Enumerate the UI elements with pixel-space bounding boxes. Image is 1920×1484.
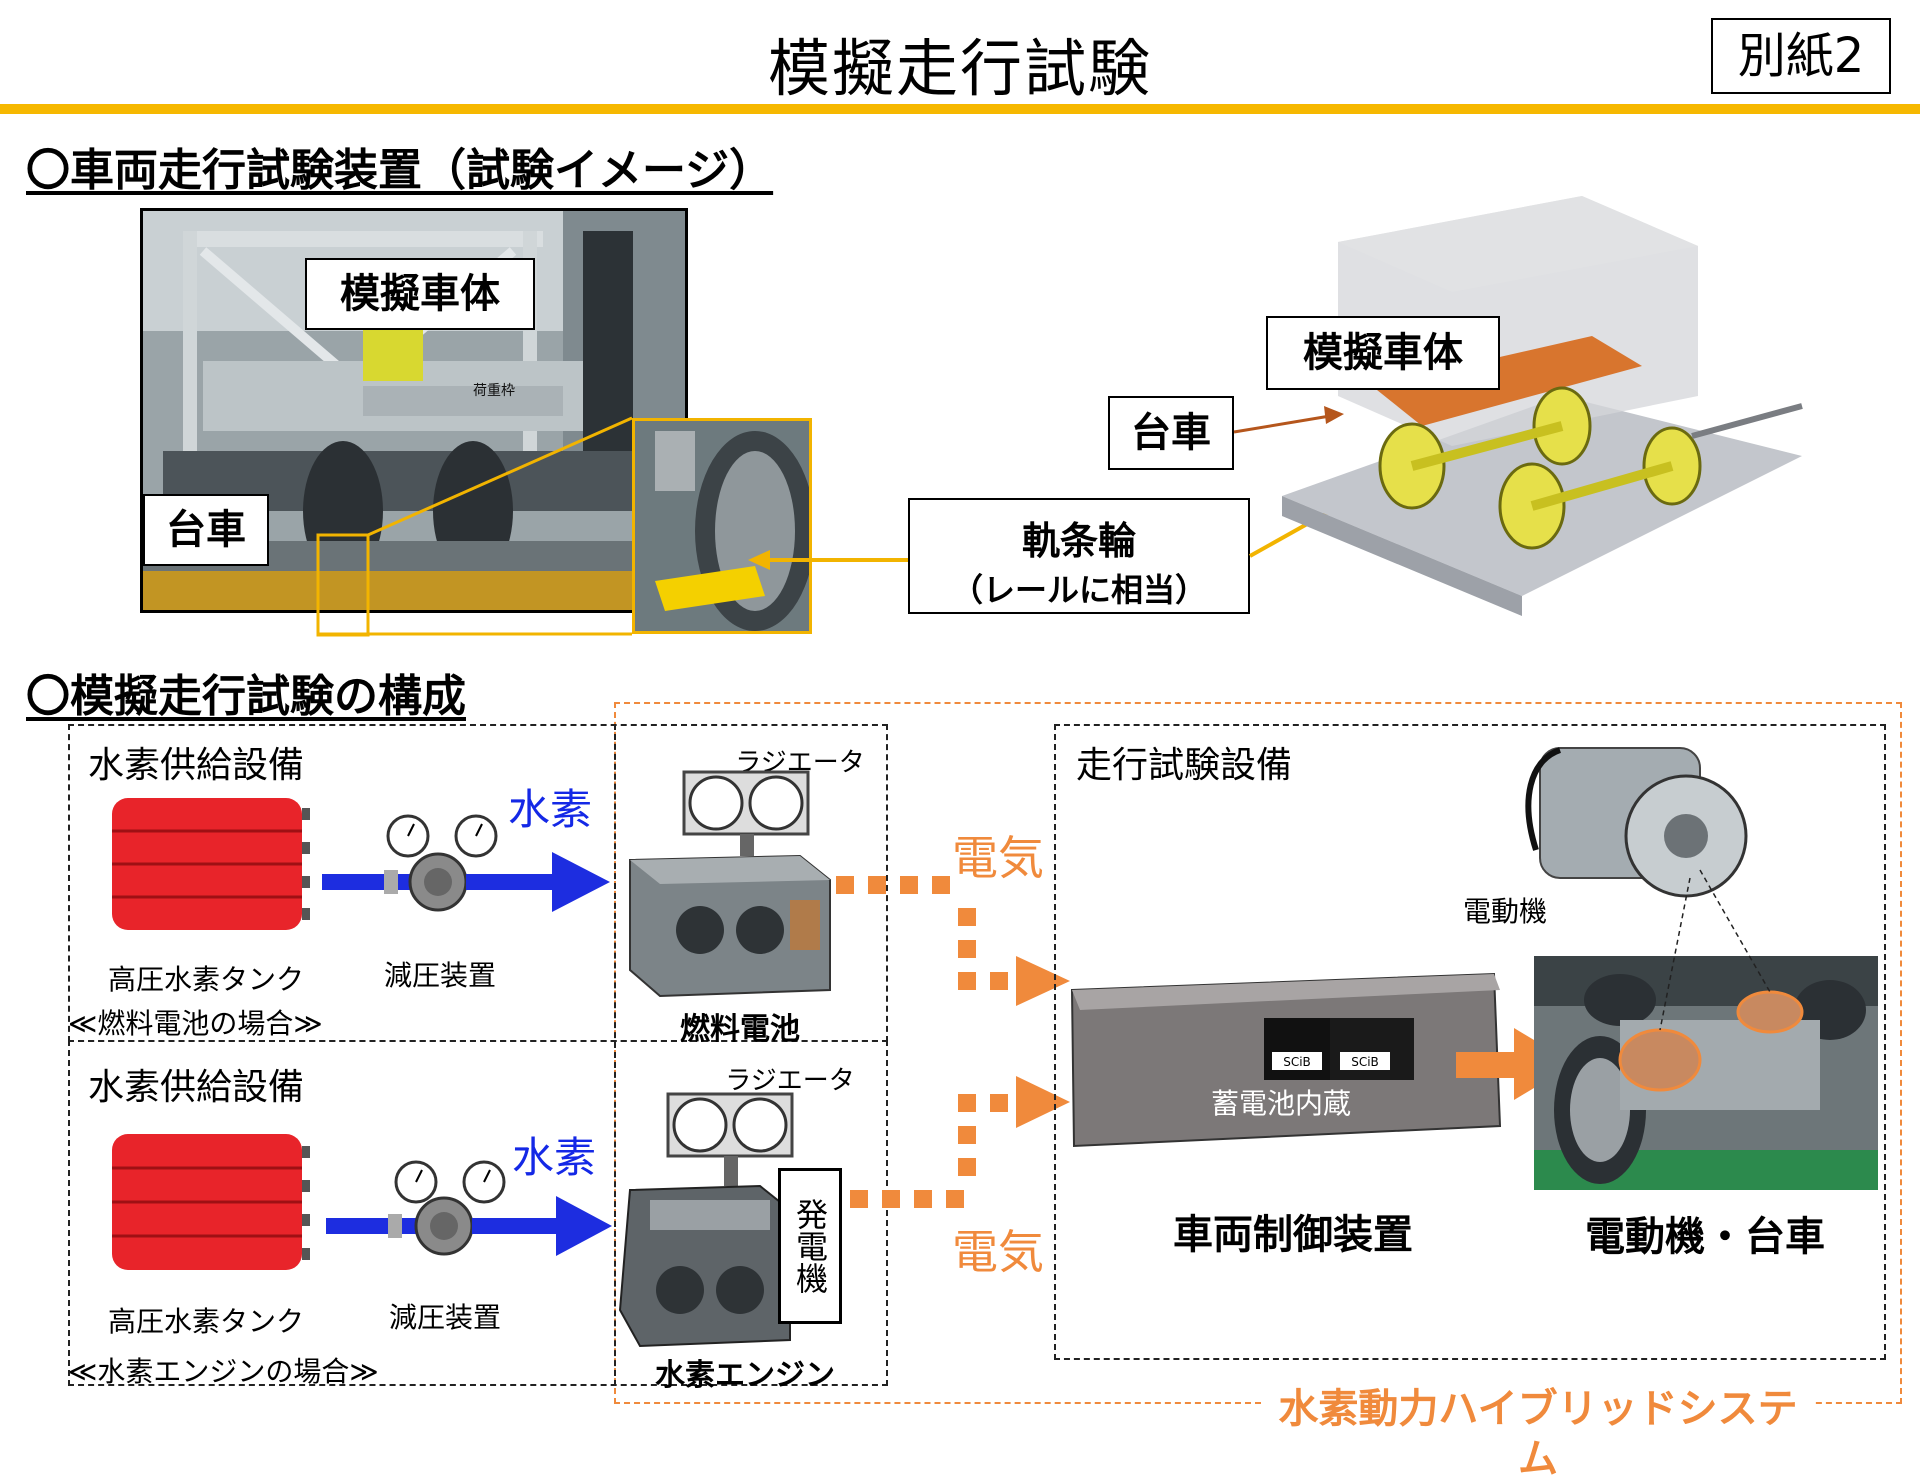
attachment-tag: 別紙2 bbox=[1711, 18, 1891, 94]
supply-divider bbox=[614, 724, 616, 1386]
fc-supply-title: 水素供給設備 bbox=[88, 745, 305, 786]
test-facility-box bbox=[1054, 724, 1886, 1360]
generator-label: 発電機 bbox=[778, 1168, 842, 1324]
fc-hydrogen-label: 水素 bbox=[508, 785, 593, 834]
battery-label: 蓄電池内蔵 bbox=[1210, 1087, 1351, 1120]
header-rule bbox=[0, 104, 1920, 114]
motor-bogie-photo bbox=[1534, 869, 1878, 1190]
engine-radiator-label: ラジエータ bbox=[725, 1066, 855, 1096]
engine-supply-title: 水素供給設備 bbox=[88, 1067, 305, 1108]
engine-hydrogen-label: 水素 bbox=[512, 1133, 597, 1182]
hydrogen-engine-label: 水素エンジン bbox=[655, 1358, 835, 1393]
fc-case-label: ≪燃料電池の場合≫ bbox=[68, 1007, 323, 1040]
page-title: 模擬走行試験 bbox=[767, 32, 1152, 105]
electricity-flow-arrows bbox=[836, 876, 1070, 1208]
rail-wheel-subtitle: （レールに相当） bbox=[950, 571, 1207, 609]
wheel-zoom-photo bbox=[632, 418, 812, 634]
motor-icon bbox=[1525, 747, 1748, 898]
engine-electricity-label: 電気 bbox=[952, 1225, 1044, 1279]
engine-case-label: ≪水素エンジンの場合≫ bbox=[68, 1355, 379, 1388]
fuel-cell-icon bbox=[629, 854, 831, 998]
engine-case-box bbox=[68, 1040, 888, 1386]
vehicle-controller-icon: SCiB SCiB bbox=[1070, 972, 1502, 1148]
motor-label: 電動機 bbox=[1462, 895, 1547, 928]
section-title-test-equipment: 〇車両走行試験装置（試験イメージ） bbox=[26, 145, 774, 196]
load-frame-text: 荷重枠 bbox=[473, 383, 515, 399]
rail-wheel-label: 軌条輪 （レールに相当） bbox=[908, 498, 1250, 614]
engine-regulator-icon bbox=[326, 1160, 612, 1256]
fc-radiator-icon bbox=[682, 770, 810, 856]
fc-tank-label: 高圧水素タンク bbox=[107, 963, 304, 996]
engine-radiator-icon bbox=[666, 1092, 794, 1186]
fc-hydrogen-tank-icon bbox=[112, 798, 310, 930]
photo-body-label: 模擬車体 bbox=[305, 258, 535, 330]
fuel-cell-label: 燃料電池 bbox=[680, 1012, 800, 1047]
engine-hydrogen-tank-icon bbox=[112, 1134, 310, 1270]
diagram-bogie-arrow bbox=[1233, 406, 1344, 434]
photo-bogie-label: 台車 bbox=[143, 494, 269, 566]
rail-wheel-title: 軌条輪 bbox=[1021, 519, 1136, 563]
section-title-test-configuration: 〇模擬走行試験の構成 bbox=[26, 671, 466, 722]
fc-electricity-label: 電気 bbox=[952, 831, 1044, 885]
test-facility-title: 走行試験設備 bbox=[1076, 745, 1293, 786]
engine-tank-label: 高圧水素タンク bbox=[107, 1305, 304, 1338]
motor-bogie-label: 電動機・台車 bbox=[1585, 1214, 1825, 1260]
battery-brand-text-2: SCiB bbox=[1351, 1055, 1379, 1069]
diagram-bogie-label: 台車 bbox=[1108, 396, 1234, 470]
battery-brand-text: SCiB bbox=[1283, 1055, 1311, 1069]
wheel-zoom-callout bbox=[316, 416, 633, 637]
fc-regulator-icon bbox=[322, 814, 610, 912]
diagram-body-label: 模擬車体 bbox=[1266, 316, 1500, 390]
engine-regulator-label: 減圧装置 bbox=[388, 1301, 501, 1334]
fc-regulator-label: 減圧装置 bbox=[383, 959, 496, 992]
vehicle-controller-label: 車両制御装置 bbox=[1173, 1212, 1413, 1258]
hydrogen-engine-icon bbox=[618, 1184, 791, 1348]
